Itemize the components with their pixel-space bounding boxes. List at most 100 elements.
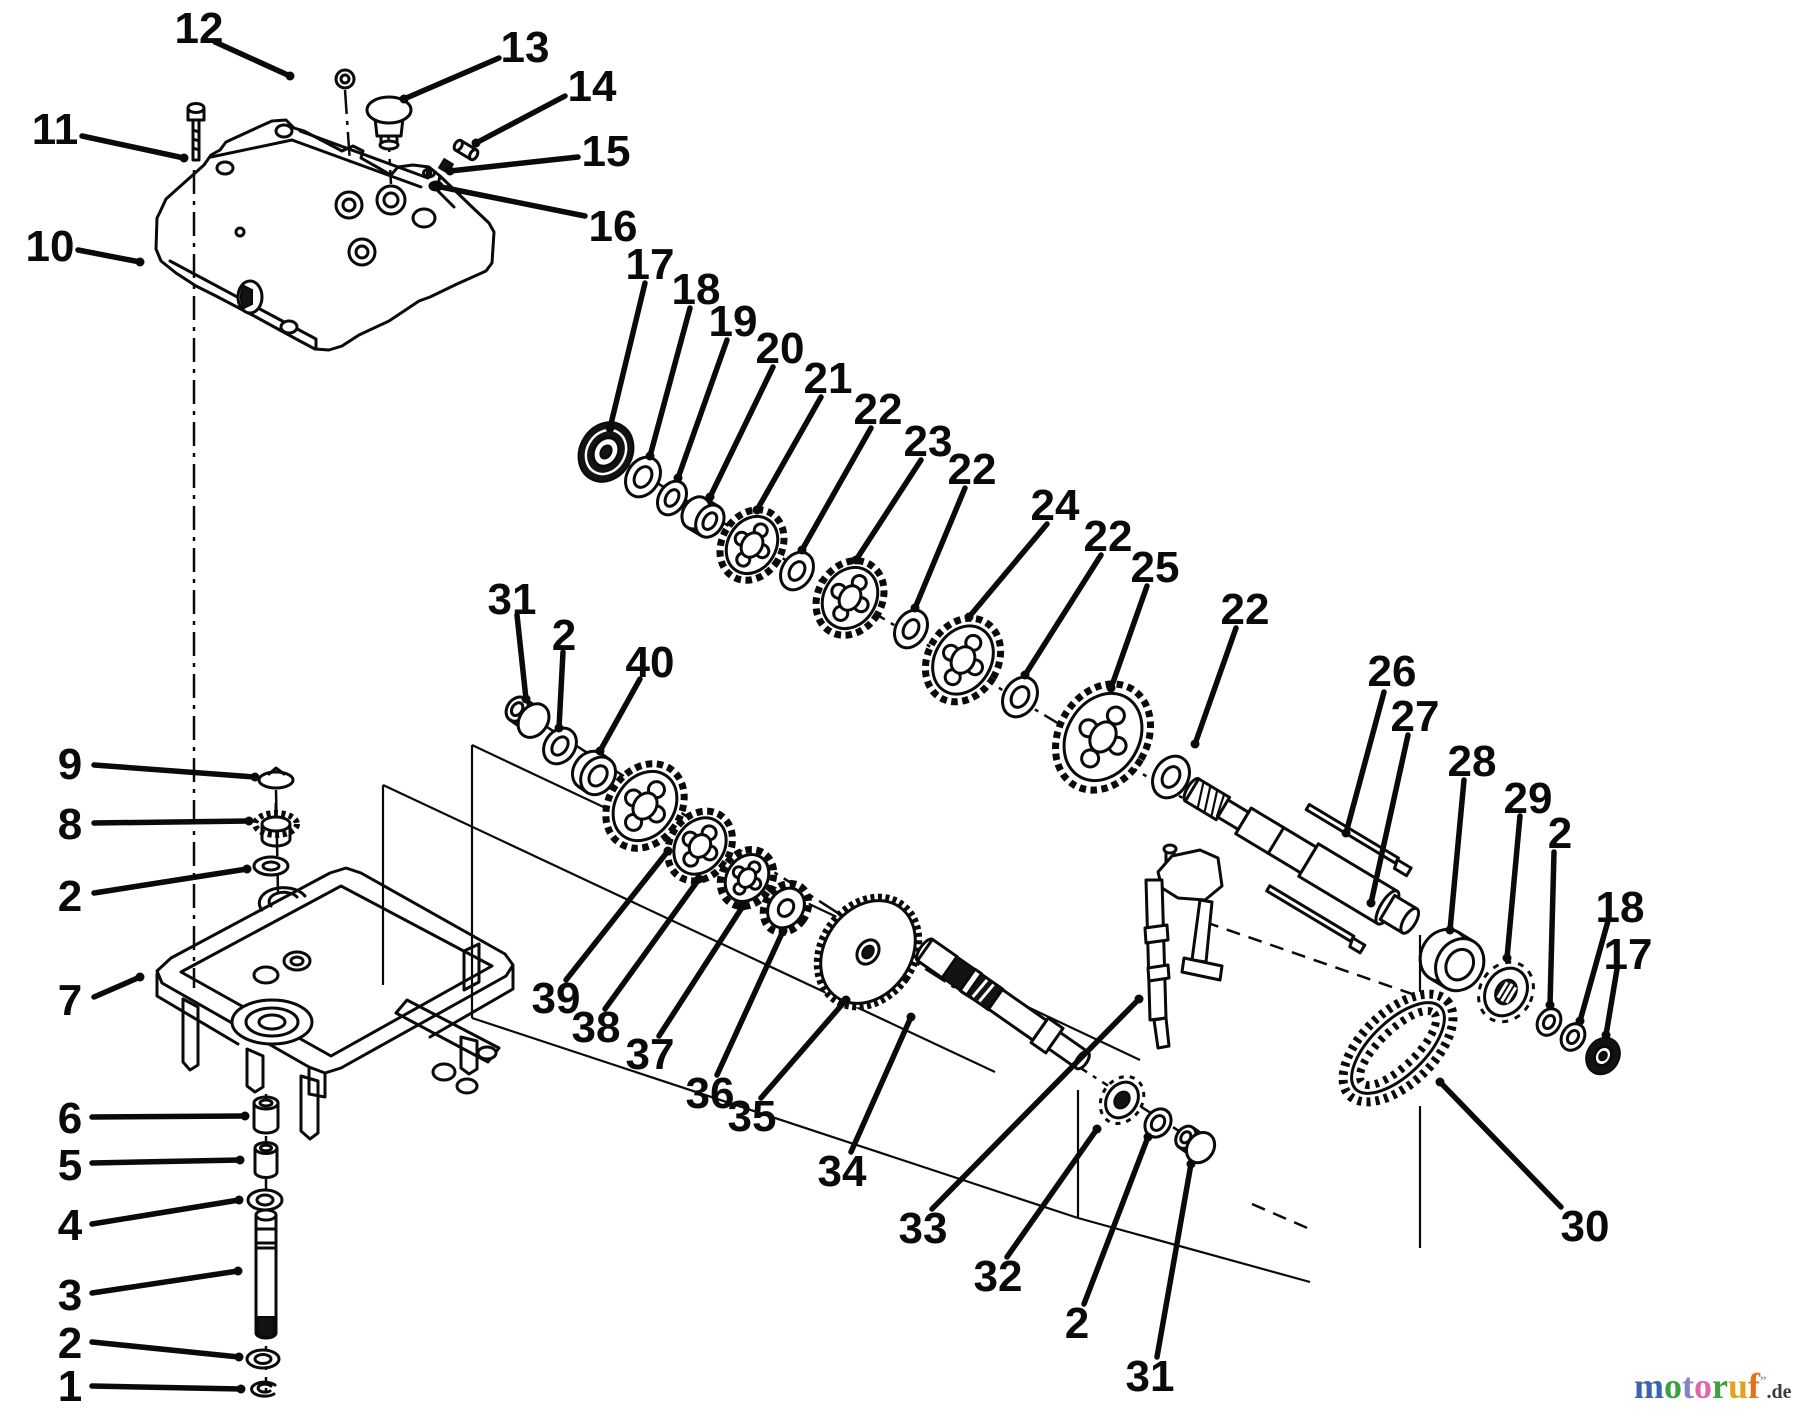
leader-dot (179, 153, 189, 163)
leader-dot (234, 1352, 244, 1362)
part-spacer-20 (680, 495, 726, 539)
leader-dot (242, 864, 252, 874)
callout-3: 3 (58, 1271, 82, 1320)
leader-dot (1143, 1132, 1153, 1142)
part-bushing-31a (504, 695, 551, 739)
leader-dot (1190, 739, 1200, 749)
leader-line (89, 1197, 242, 1227)
leader-line (91, 818, 252, 826)
leader-dot (1445, 925, 1455, 935)
leader-dot (1134, 994, 1144, 1004)
leader-line (91, 974, 143, 1000)
callout-25: 25 (1131, 543, 1180, 592)
callout-35: 35 (728, 1092, 777, 1141)
leader-line (1154, 1161, 1194, 1360)
part-coupler-28 (1418, 927, 1486, 993)
leader-dot (752, 505, 762, 515)
callout-26: 26 (1368, 647, 1417, 696)
leader-line (675, 337, 730, 481)
leader-dot (1502, 953, 1512, 963)
leader-dot (778, 926, 788, 936)
leader-dot (851, 555, 861, 565)
part-gear-37 (716, 846, 778, 910)
part-sprocket-32 (1098, 1075, 1146, 1125)
leader-dot (471, 138, 481, 148)
leader-line (556, 649, 566, 731)
part-gear-25 (1052, 680, 1154, 794)
part-star-ratchet-8 (252, 802, 300, 848)
part-shaft-34 (914, 937, 1091, 1071)
callout-30: 30 (1561, 1202, 1610, 1251)
callout-29: 29 (1504, 774, 1553, 823)
callout-11: 11 (32, 105, 79, 154)
leader-line (912, 485, 968, 611)
part-gear-21 (716, 506, 788, 584)
leader-dot (1575, 1016, 1585, 1026)
leader-dot (645, 451, 655, 461)
part-pin-14 (452, 138, 480, 162)
callout-37: 37 (626, 1030, 675, 1079)
callout-6: 6 (58, 1094, 82, 1143)
leader-dot (964, 612, 974, 622)
callout-40: 40 (626, 638, 675, 687)
leader-line (1504, 813, 1523, 961)
part-washer-12 (334, 68, 356, 90)
leader-dot (694, 874, 704, 884)
part-washer-22d (1151, 754, 1191, 800)
leader-line (89, 1339, 242, 1360)
leader-dot (906, 1012, 916, 1022)
leader-line (75, 247, 143, 265)
part-chain-30 (1338, 989, 1458, 1107)
part-shaft-3 (254, 1208, 278, 1340)
leader-dot (1186, 1159, 1196, 1169)
logo-letter: r (1712, 1366, 1728, 1406)
callout-20: 20 (756, 324, 805, 373)
callout-2: 2 (552, 611, 576, 660)
part-gear-39 (602, 760, 688, 852)
brand-logo-suffix: .de (1766, 1381, 1792, 1403)
leader-line (433, 183, 588, 219)
brand-logo[interactable]: motoruf”.de (1634, 1368, 1792, 1404)
callout-2: 2 (58, 872, 82, 921)
leader-line (1343, 689, 1387, 836)
leader-dot (399, 94, 409, 104)
leader-dot (1020, 670, 1030, 680)
logo-letter: o (1664, 1366, 1682, 1406)
part-washer-2c (1535, 1007, 1563, 1037)
leader-line (1192, 625, 1239, 747)
leader-line (514, 612, 529, 702)
leader-line (597, 676, 643, 754)
leader-line (91, 866, 250, 896)
logo-letter: f (1748, 1366, 1761, 1406)
callout-17: 17 (1604, 930, 1653, 979)
brand-logo-letters: motoruf (1634, 1366, 1760, 1406)
leader-dot (234, 1195, 244, 1205)
leader-dot (244, 816, 254, 826)
callout-22: 22 (1084, 512, 1133, 561)
callout-18: 18 (1596, 883, 1645, 932)
leader-dot (705, 492, 715, 502)
leader-line (754, 394, 824, 513)
part-key-26-lower (1265, 884, 1367, 955)
callout-28: 28 (1448, 737, 1497, 786)
leader-line (89, 1268, 241, 1296)
leader-dot (1545, 1000, 1555, 1010)
leader-dot (595, 746, 605, 756)
callout-39: 39 (532, 974, 581, 1023)
part-gear-35 (813, 893, 923, 1011)
leader-dot (250, 772, 260, 782)
leader-line (707, 364, 776, 500)
leader-line (89, 1383, 244, 1392)
leader-dot (431, 181, 441, 191)
callout-1: 1 (58, 1362, 82, 1411)
leader-dot (233, 1266, 243, 1276)
leader-line (1603, 966, 1620, 1038)
part-key-26-upper (1304, 802, 1413, 878)
part-transmission-cover (154, 118, 496, 352)
leader-line (929, 996, 1142, 1212)
callout-31: 31 (488, 575, 537, 624)
leader-dot (738, 901, 748, 911)
callout-15: 15 (582, 127, 631, 176)
